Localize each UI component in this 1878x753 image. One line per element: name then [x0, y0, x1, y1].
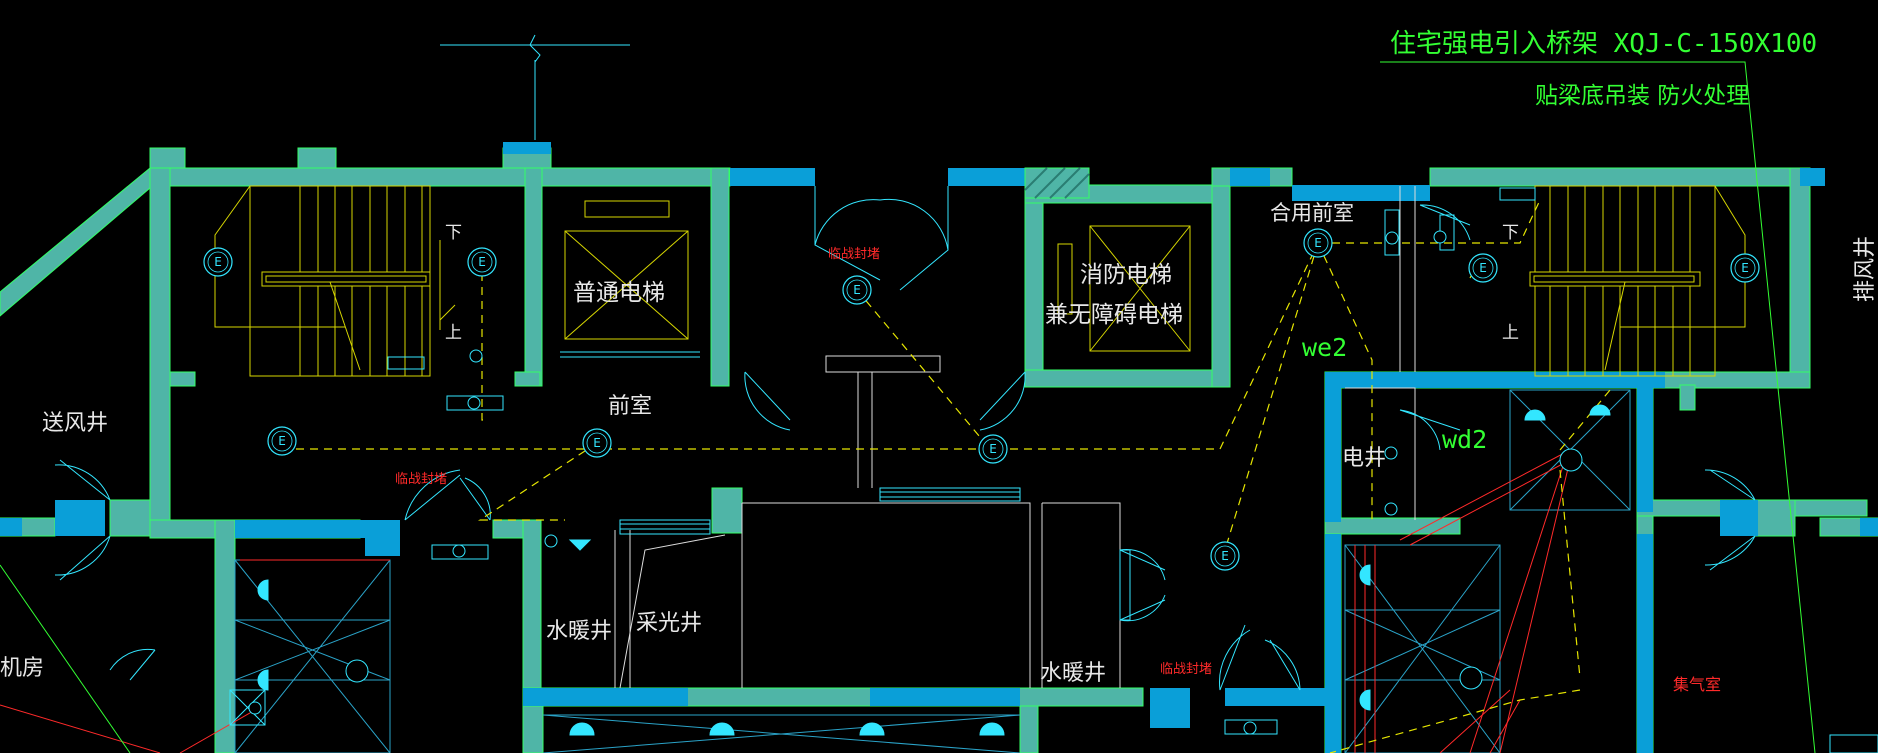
- label-stair-up-right: 上: [1502, 323, 1519, 343]
- label-shared-lobby: 合用前室: [1270, 201, 1354, 225]
- emergency-lamp-icon: E: [978, 434, 1008, 464]
- tray-note: 贴梁底吊装 防火处理: [1535, 83, 1749, 109]
- label-supply-shaft: 送风井: [42, 411, 108, 436]
- label-temp-seal-2: 临战封堵: [395, 472, 447, 487]
- label-water-shaft-2: 水暖井: [1040, 661, 1106, 686]
- hatched-lintel: [1024, 167, 1090, 199]
- right-stair: [1529, 185, 1746, 377]
- doors: [54, 34, 1756, 691]
- emergency-lamp-letter: E: [214, 255, 222, 269]
- tray-title: 住宅强电引入桥架 XQJ-C-150X100: [1390, 29, 1817, 59]
- label-light-well: 采光井: [636, 611, 702, 636]
- label-stair-down-right: 下: [1502, 223, 1519, 243]
- emergency-lamp-letter: E: [853, 283, 861, 297]
- normal-elevator: [560, 200, 700, 358]
- fixtures: [229, 187, 1878, 753]
- green-leaders: [0, 61, 1816, 753]
- label-gas-room: 集气室: [1673, 675, 1721, 694]
- switch-symbols: [248, 230, 1583, 735]
- emergency-lamp-letter: E: [593, 436, 601, 450]
- fire-elevator: [1057, 225, 1191, 352]
- label-electric-shaft: 电井: [1342, 446, 1386, 471]
- emergency-lamp-icon: E: [1468, 253, 1498, 283]
- label-normal-elevator: 普通电梯: [573, 280, 665, 306]
- blue-walls: [0, 142, 1878, 753]
- wall-lamps: [257, 404, 1611, 736]
- label-lobby: 前室: [608, 394, 652, 419]
- emergency-lamp-letter: E: [278, 434, 286, 448]
- emergency-lamp-icon: E: [1210, 541, 1240, 571]
- emergency-lamps: E E E E E E E E E E: [203, 228, 1760, 571]
- emergency-lamp-icon: E: [582, 428, 612, 458]
- label-water-shaft-1: 水暖井: [546, 619, 612, 644]
- label-accessible-elevator: 兼无障碍电梯: [1045, 302, 1183, 328]
- text-labels: 住宅强电引入桥架 XQJ-C-150X100 贴梁底吊装 防火处理 送风井 排风…: [0, 29, 1878, 694]
- label-circuit-we2: we2: [1302, 333, 1347, 362]
- emergency-lamp-letter: E: [1741, 261, 1749, 275]
- emergency-lamp-letter: E: [1221, 549, 1229, 563]
- label-stair-up-left: 上: [445, 323, 462, 343]
- emergency-lamp-letter: E: [989, 442, 997, 456]
- emergency-lamp-letter: E: [1479, 261, 1487, 275]
- label-circuit-wd2: wd2: [1442, 425, 1487, 454]
- label-exhaust-shaft: 排风井: [1853, 236, 1878, 302]
- emergency-lamp-letter: E: [478, 255, 486, 269]
- emergency-lamp-icon: E: [203, 247, 233, 277]
- left-stair: [214, 185, 456, 377]
- label-temp-seal-3: 临战封堵: [1160, 662, 1212, 677]
- emergency-lamp-icon: E: [1303, 228, 1333, 258]
- red-wiring: [0, 449, 1571, 753]
- label-machine-room: 机房: [0, 656, 44, 681]
- emergency-lamp-icon: E: [267, 426, 297, 456]
- label-temp-seal-1: 临战封堵: [828, 247, 880, 262]
- thin-lines: [614, 186, 1416, 689]
- emergency-lamp-icon: E: [467, 247, 497, 277]
- shaft-cross-bracing: [234, 389, 1631, 753]
- label-fire-elevator: 消防电梯: [1080, 262, 1172, 288]
- label-stair-down-left: 下: [445, 223, 462, 243]
- emergency-lamp-icon: E: [842, 275, 872, 305]
- emergency-lamp-letter: E: [1314, 236, 1322, 250]
- emergency-lamp-icon: E: [1730, 253, 1760, 283]
- dashed-circuits: [282, 199, 1611, 753]
